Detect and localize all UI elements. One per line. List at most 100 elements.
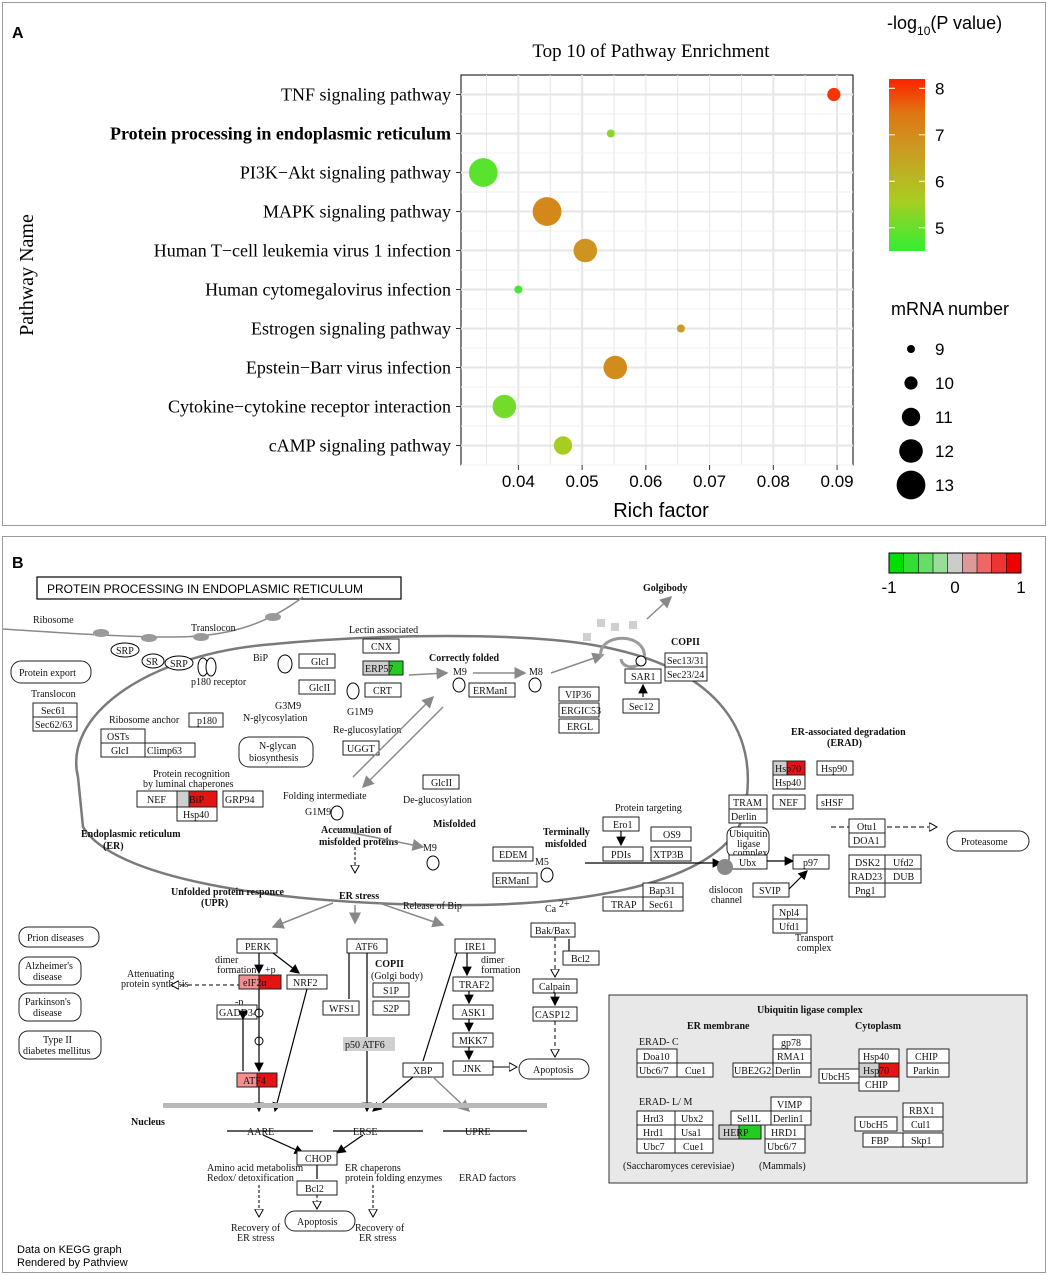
gene-s2p[interactable] bbox=[372, 1000, 410, 1016]
gene-skp1[interactable] bbox=[902, 1132, 944, 1148]
gene-hsp90[interactable] bbox=[816, 760, 854, 776]
gene-crt[interactable] bbox=[364, 682, 402, 698]
gene-chip[interactable] bbox=[858, 1076, 900, 1092]
gene-bip-bg[interactable] bbox=[176, 790, 190, 808]
gene-sec62[interactable] bbox=[32, 716, 78, 732]
label-dub: DUB bbox=[893, 872, 914, 883]
gene-glci-2[interactable] bbox=[298, 653, 336, 669]
gene-derlin-2[interactable] bbox=[772, 1062, 812, 1078]
gene-cue1-b[interactable] bbox=[674, 1138, 714, 1154]
bubbles bbox=[468, 87, 841, 455]
label-ubiquitin-ligase-complex: Ubiquitin ligase complex bbox=[757, 1005, 863, 1016]
label-rad23: RAD23 bbox=[851, 872, 882, 883]
label-aare: AARE bbox=[247, 1127, 274, 1138]
gene-sar1[interactable] bbox=[624, 668, 662, 684]
label-release-bip: Release of Bip bbox=[403, 901, 462, 912]
gene-hsp40-b[interactable] bbox=[772, 774, 806, 790]
proteasome-link[interactable] bbox=[946, 830, 1030, 852]
gene-ubc67-b[interactable] bbox=[764, 1138, 806, 1154]
gene-cue1[interactable] bbox=[676, 1062, 714, 1078]
scale-swatch bbox=[991, 553, 1007, 573]
apoptosis-link[interactable] bbox=[518, 1058, 590, 1080]
label-sel1l: Sel1L bbox=[737, 1114, 761, 1125]
label-folding-intermediate: Folding intermediate bbox=[283, 791, 367, 802]
gene-ergl[interactable] bbox=[558, 718, 600, 734]
label-xbp: XBP bbox=[413, 1066, 433, 1077]
label-atf6: ATF6 bbox=[355, 942, 378, 953]
gene-jnk[interactable] bbox=[452, 1060, 494, 1076]
gene-ubch5-b[interactable] bbox=[854, 1116, 898, 1132]
label-proteasome: Proteasome bbox=[961, 837, 1008, 848]
label-parkin: Parkin bbox=[913, 1066, 939, 1077]
gene-parkin[interactable] bbox=[906, 1062, 950, 1078]
label-srp: SRP bbox=[116, 646, 134, 657]
y-axis-label: Pathway Name bbox=[16, 214, 38, 336]
gene-shsf[interactable] bbox=[816, 794, 854, 810]
gene-edem[interactable] bbox=[492, 846, 534, 862]
gene-xtp3b[interactable] bbox=[650, 846, 692, 862]
gene-os9[interactable] bbox=[650, 826, 692, 842]
gene-ask1[interactable] bbox=[452, 1004, 494, 1020]
gene-cul1[interactable] bbox=[902, 1116, 944, 1132]
gene-dub[interactable] bbox=[884, 868, 922, 884]
gene-sec23-24[interactable] bbox=[664, 666, 708, 682]
label-jnk: JNK bbox=[463, 1064, 482, 1075]
gene-p97[interactable] bbox=[792, 854, 830, 870]
gene-bcl2[interactable] bbox=[562, 950, 600, 966]
gene-nef-2[interactable] bbox=[772, 794, 806, 810]
gene-xbp[interactable] bbox=[402, 1062, 444, 1078]
gene-uggt[interactable] bbox=[342, 740, 380, 756]
y-category-label: Human cytomegalovirus infection bbox=[205, 280, 451, 300]
type2-diabetes-link[interactable] bbox=[18, 1030, 102, 1060]
label-m9: M9 bbox=[453, 667, 467, 678]
gene-png1[interactable] bbox=[848, 882, 886, 898]
label-pdis: PDIs bbox=[611, 850, 631, 861]
gene-glcii-2[interactable] bbox=[422, 774, 460, 790]
label-sr: SR bbox=[146, 657, 159, 668]
label-protein-synthesis: protein synthesis bbox=[121, 979, 189, 990]
label-ermani-2: ERManI bbox=[495, 876, 529, 887]
prion-diseases-link[interactable] bbox=[18, 926, 100, 948]
label-parkinsons-disease: disease bbox=[33, 1008, 62, 1019]
x-axis-label: Rich factor bbox=[613, 500, 709, 522]
label-dimer-2: dimer bbox=[481, 955, 505, 966]
gene-s1p[interactable] bbox=[372, 982, 410, 998]
gene-doa1[interactable] bbox=[848, 832, 886, 848]
label-transport: Transport bbox=[795, 933, 834, 944]
gene-svip[interactable] bbox=[752, 882, 790, 898]
label-erad-factors: ERAD factors bbox=[459, 1173, 516, 1184]
gene-mkk7[interactable] bbox=[452, 1032, 494, 1048]
gene-perk[interactable] bbox=[236, 938, 278, 954]
gene-climp63[interactable] bbox=[144, 742, 196, 758]
gene-traf2[interactable] bbox=[452, 976, 494, 992]
gene-derlin[interactable] bbox=[728, 808, 768, 824]
parkinsons-link[interactable] bbox=[18, 992, 82, 1022]
gene-ergic53[interactable] bbox=[558, 702, 600, 718]
gene-pdis[interactable] bbox=[602, 846, 644, 862]
gene-sec61-b[interactable] bbox=[642, 896, 684, 912]
gene-ermani-2[interactable] bbox=[492, 872, 538, 888]
n-glycan-biosynthesis-link[interactable] bbox=[238, 736, 314, 768]
translocon-channel-2 bbox=[205, 657, 217, 677]
gene-bakbax[interactable] bbox=[530, 922, 576, 938]
gene-ufd1[interactable] bbox=[772, 918, 808, 934]
gene-ire1[interactable] bbox=[454, 938, 496, 954]
gene-glcii[interactable] bbox=[298, 679, 336, 695]
gene-ermani[interactable] bbox=[468, 682, 516, 698]
edge-ire1-xbp bbox=[422, 952, 458, 1062]
protein-export-link[interactable] bbox=[10, 660, 92, 684]
label-dimer: dimer bbox=[215, 955, 239, 966]
apoptosis-link-2[interactable] bbox=[284, 1210, 356, 1232]
gene-hsp40[interactable] bbox=[176, 806, 218, 822]
label-g1m9: G1M9 bbox=[347, 707, 373, 718]
alzheimers-link[interactable] bbox=[18, 956, 82, 986]
color-tick-label: 5 bbox=[935, 219, 944, 238]
gene-sec12[interactable] bbox=[622, 698, 660, 714]
label-os9: OS9 bbox=[663, 830, 681, 841]
gene-grp94[interactable] bbox=[222, 790, 264, 808]
gene-p180[interactable] bbox=[188, 712, 224, 728]
gene-wfs1[interactable] bbox=[322, 1000, 360, 1016]
gene-vip36[interactable] bbox=[558, 686, 600, 702]
gene-cnx[interactable] bbox=[362, 638, 400, 654]
gene-ubch5[interactable] bbox=[818, 1068, 860, 1084]
